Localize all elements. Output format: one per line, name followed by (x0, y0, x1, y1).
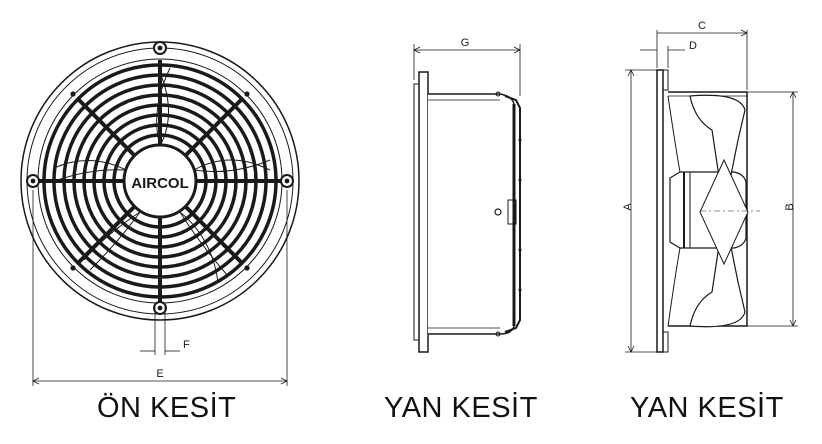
dimension-f (140, 305, 180, 355)
side-view-profile (656, 69, 760, 353)
side-view-caption: YAN KESİT (384, 392, 538, 424)
front-hub (122, 143, 198, 219)
profile-flange (656, 69, 664, 353)
mounting-lug-holes (30, 45, 290, 311)
dimension-b-label: B (784, 203, 796, 210)
dimension-a-label: A (622, 203, 634, 211)
logo-text: AIRCOL (131, 175, 189, 192)
plate-flange (413, 83, 420, 341)
dimension-e-label: E (156, 368, 163, 380)
dimension-b (747, 91, 798, 327)
dimension-f-label: F (183, 339, 190, 351)
rear-guard-edge (504, 95, 521, 333)
dimension-a (625, 69, 657, 353)
side-housing (428, 93, 515, 335)
side-profile-caption: YAN KESİT (630, 392, 784, 424)
side-view-g (413, 71, 522, 353)
flange-bolt-holes (70, 91, 250, 271)
profile-blade-mid (699, 158, 749, 266)
dimension-d (640, 46, 685, 68)
dimension-e (32, 190, 288, 386)
dimension-g (413, 44, 521, 96)
dimension-g-label: G (461, 37, 470, 49)
profile-blade-bottom (689, 211, 746, 328)
front-view-caption: ÖN KESİT (97, 392, 237, 424)
profile-blade-top (689, 94, 746, 211)
guard-spokes (39, 60, 281, 302)
front-blades (51, 67, 271, 283)
dimension-c-label: C (698, 20, 706, 32)
dimension-c (656, 29, 748, 90)
front-view (20, 41, 300, 321)
dimension-d-label: D (689, 40, 697, 52)
mounting-plate (418, 71, 429, 353)
